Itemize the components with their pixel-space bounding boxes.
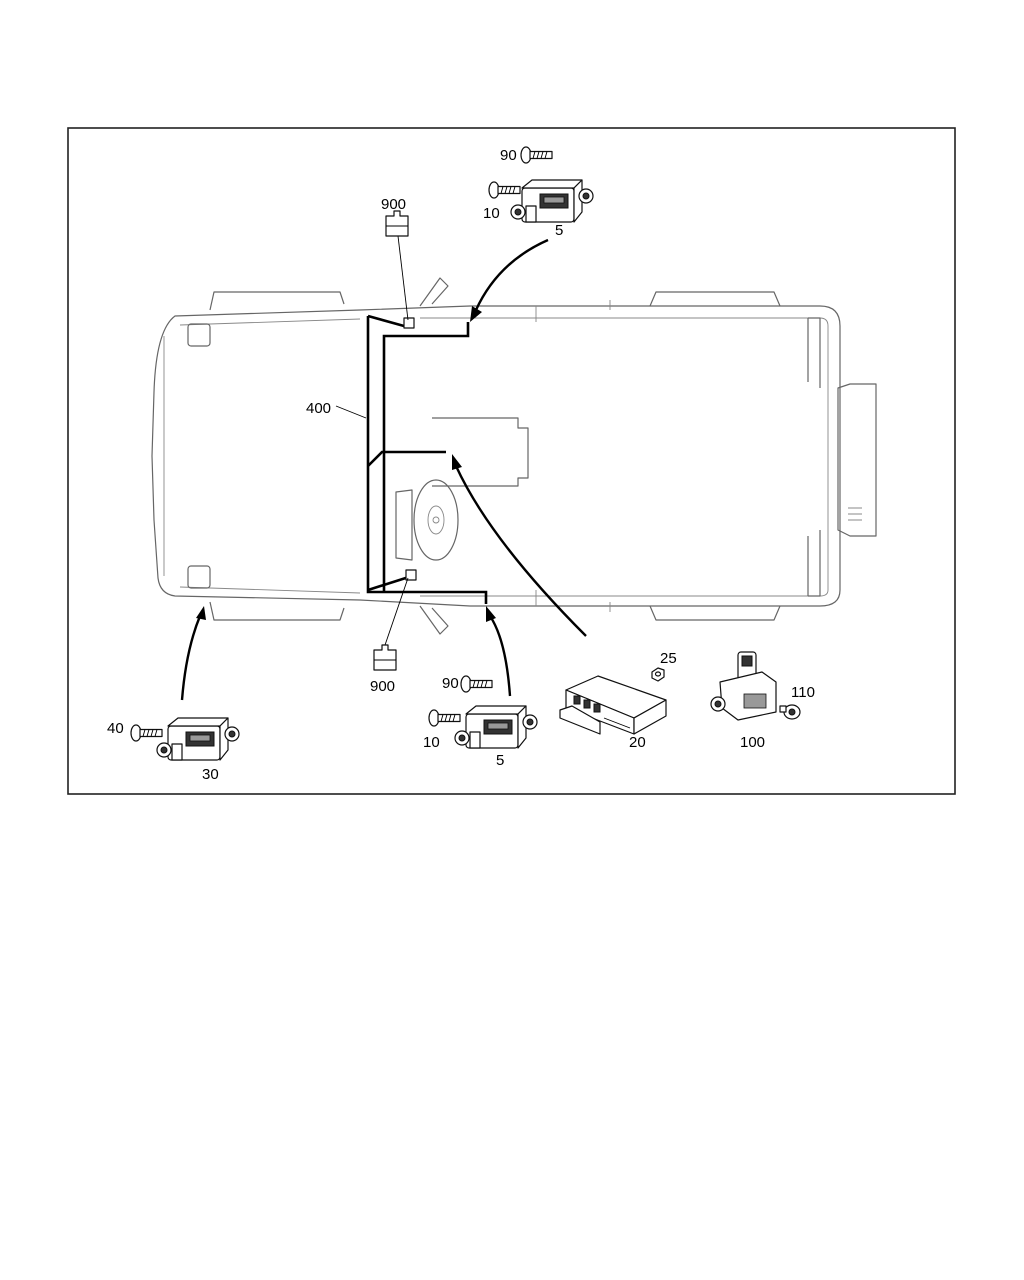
screw-40-icon xyxy=(130,724,163,742)
callout-110: 110 xyxy=(791,684,815,701)
callout-10-bottom: 10 xyxy=(423,734,440,751)
callout-90-top: 90 xyxy=(500,147,517,164)
screw-10-top-icon xyxy=(488,181,521,199)
front-sensor-bottom xyxy=(454,705,538,749)
screw-90-bottom-icon xyxy=(460,675,493,693)
callout-30: 30 xyxy=(202,766,219,783)
callout-400: 400 xyxy=(306,400,331,417)
callout-100: 100 xyxy=(740,734,765,751)
callout-labels: 900 90 10 5 400 900 40 30 90 10 5 25 20 … xyxy=(107,147,815,783)
callout-900-top: 900 xyxy=(381,196,406,213)
callout-5-bottom: 5 xyxy=(496,752,504,769)
nut-25-icon xyxy=(651,667,665,682)
callout-20: 20 xyxy=(629,734,646,751)
screw-10-bottom-icon xyxy=(428,709,461,727)
callout-90-bottom: 90 xyxy=(442,675,459,692)
callout-10-top: 10 xyxy=(483,205,500,222)
screw-90-top-icon xyxy=(520,146,553,164)
callout-5-top: 5 xyxy=(555,222,563,239)
callout-900-bottom: 900 xyxy=(370,678,395,695)
front-sensor-top xyxy=(510,179,594,223)
diagram-frame xyxy=(67,127,956,795)
airbag-control-unit-20 xyxy=(559,675,667,735)
assembly-arrows xyxy=(180,238,587,701)
callout-40: 40 xyxy=(107,720,124,737)
connector-900-top-icon xyxy=(385,210,409,237)
side-sensor-30 xyxy=(156,717,240,761)
vehicle-outline xyxy=(151,277,877,635)
screw-110-icon xyxy=(779,704,801,720)
connector-900-bottom-icon xyxy=(373,644,397,671)
wiring-harness xyxy=(366,314,488,604)
leader-lines xyxy=(335,235,409,649)
callout-25: 25 xyxy=(660,650,677,667)
sensor-100 xyxy=(710,651,777,721)
